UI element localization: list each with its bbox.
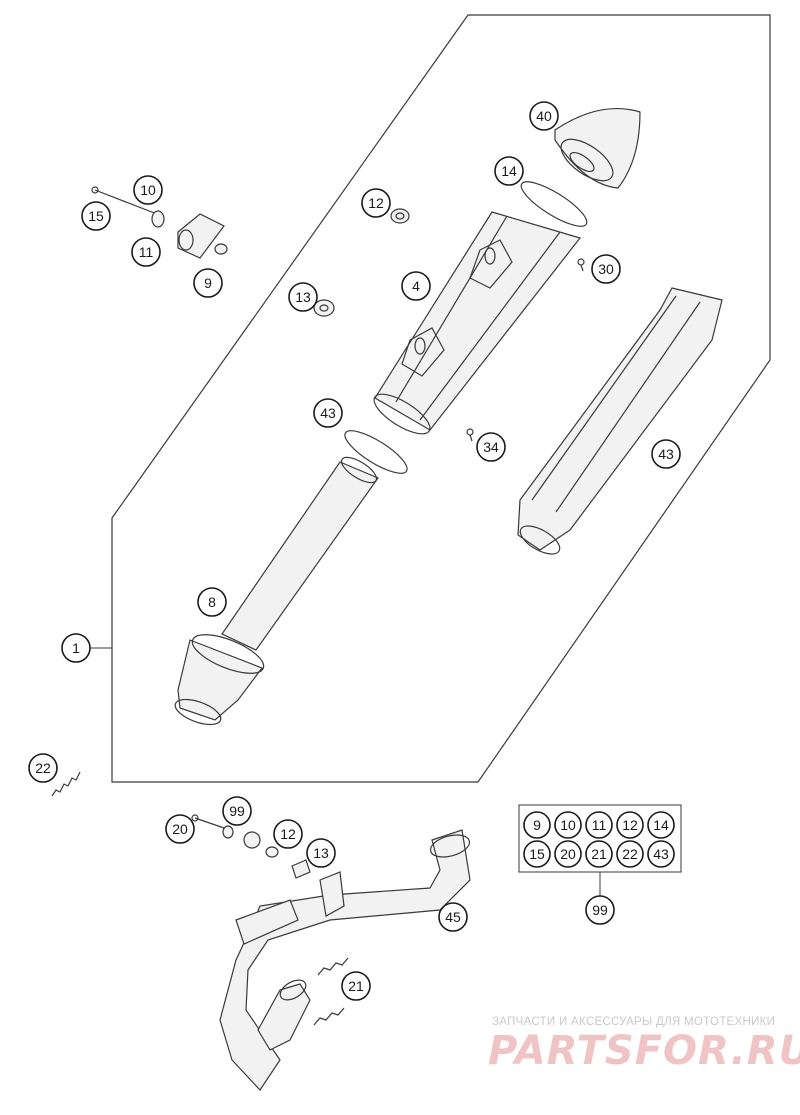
spring-single xyxy=(51,771,81,797)
callout-45: 45 xyxy=(438,902,468,932)
callout-34: 34 xyxy=(476,432,506,462)
callout-22: 22 xyxy=(28,753,58,783)
svg-text:8: 8 xyxy=(208,594,216,610)
kit-item-22: 22 xyxy=(616,840,644,868)
svg-text:15: 15 xyxy=(529,846,545,862)
svg-text:30: 30 xyxy=(598,261,614,277)
svg-text:15: 15 xyxy=(88,208,104,224)
svg-text:10: 10 xyxy=(140,182,156,198)
callout-4: 4 xyxy=(401,271,431,301)
kit-item-11: 11 xyxy=(585,811,613,839)
svg-text:9: 9 xyxy=(533,817,541,833)
spring-lower xyxy=(313,1007,345,1026)
callout-40: 40 xyxy=(529,101,559,131)
kit-item-9: 9 xyxy=(523,811,551,839)
kit-item-12: 12 xyxy=(616,811,644,839)
svg-text:34: 34 xyxy=(483,439,499,455)
callout-30: 30 xyxy=(591,254,621,284)
svg-text:14: 14 xyxy=(501,163,517,179)
svg-text:21: 21 xyxy=(348,978,364,994)
grommet-upper xyxy=(390,208,410,224)
svg-text:20: 20 xyxy=(560,846,576,862)
callout-10: 10 xyxy=(133,175,163,205)
callout-21: 21 xyxy=(341,971,371,1001)
spring-upper xyxy=(317,957,349,976)
grommet-middle xyxy=(313,299,335,317)
bolt-assembly-upper xyxy=(91,186,228,259)
gasket-ring-lower xyxy=(344,430,408,474)
svg-text:99: 99 xyxy=(229,803,245,819)
callout-1: 1 xyxy=(61,633,91,663)
leader-lines xyxy=(90,601,601,907)
svg-text:12: 12 xyxy=(622,817,638,833)
kit-item-21: 21 xyxy=(585,840,613,868)
kit-box xyxy=(518,804,682,873)
svg-text:22: 22 xyxy=(622,846,638,862)
callout-99: 99 xyxy=(222,796,252,826)
svg-text:13: 13 xyxy=(313,845,329,861)
bolt-assembly-lower xyxy=(191,814,311,879)
callout-12: 12 xyxy=(361,188,391,218)
kit-item-43: 43 xyxy=(647,840,675,868)
svg-text:43: 43 xyxy=(653,846,669,862)
silencer-inner-housing-part xyxy=(373,211,582,435)
callout-9: 9 xyxy=(193,268,223,298)
callout-13: 13 xyxy=(306,838,336,868)
svg-text:45: 45 xyxy=(445,909,461,925)
svg-text:21: 21 xyxy=(591,846,607,862)
callout-12: 12 xyxy=(273,819,303,849)
kit-box-items: 9 10 11 12 14 15 20 21 22 43 99 xyxy=(523,811,675,925)
svg-text:11: 11 xyxy=(592,817,607,833)
assembly-boundary xyxy=(111,14,771,783)
inlet-cone-part xyxy=(174,634,265,726)
callout-13: 13 xyxy=(288,282,318,312)
watermark-caption: ЗАПЧАСТИ И АКСЕССУАРЫ ДЛЯ МОТОТЕХНИКИ xyxy=(492,1016,776,1028)
svg-text:9: 9 xyxy=(204,275,212,291)
svg-text:4: 4 xyxy=(412,278,420,294)
svg-text:1: 1 xyxy=(72,640,80,656)
callout-43: 43 xyxy=(651,439,681,469)
svg-text:10: 10 xyxy=(560,817,576,833)
kit-item-10: 10 xyxy=(554,811,582,839)
svg-text:40: 40 xyxy=(536,108,552,124)
callout-8: 8 xyxy=(197,587,227,617)
svg-text:12: 12 xyxy=(280,826,296,842)
svg-text:13: 13 xyxy=(295,289,311,305)
watermark-logo: PARTSFOR.RU xyxy=(488,1028,800,1074)
svg-text:43: 43 xyxy=(320,405,336,421)
callout-43: 43 xyxy=(313,398,343,428)
callout-14: 14 xyxy=(494,156,524,186)
callout-11: 11 xyxy=(131,237,161,267)
end-cap-part xyxy=(554,107,641,189)
svg-text:99: 99 xyxy=(592,902,608,918)
screw-lower xyxy=(466,428,474,442)
kit-item-15: 15 xyxy=(523,840,551,868)
silencer-outer-sleeve-part xyxy=(517,287,723,555)
callout-20: 20 xyxy=(165,814,195,844)
svg-text:12: 12 xyxy=(368,195,384,211)
header-pipe-part xyxy=(219,829,471,1091)
kit-item-14: 14 xyxy=(647,811,675,839)
svg-text:14: 14 xyxy=(653,817,669,833)
callout-99: 99 xyxy=(585,895,615,925)
svg-text:11: 11 xyxy=(139,244,154,260)
svg-text:22: 22 xyxy=(35,760,51,776)
screw-upper xyxy=(577,258,585,272)
svg-text:20: 20 xyxy=(172,821,188,837)
svg-text:43: 43 xyxy=(658,446,674,462)
gasket-ring-upper xyxy=(520,181,588,227)
kit-item-20: 20 xyxy=(554,840,582,868)
callout-15: 15 xyxy=(81,201,111,231)
perforated-tube-part xyxy=(221,456,379,651)
